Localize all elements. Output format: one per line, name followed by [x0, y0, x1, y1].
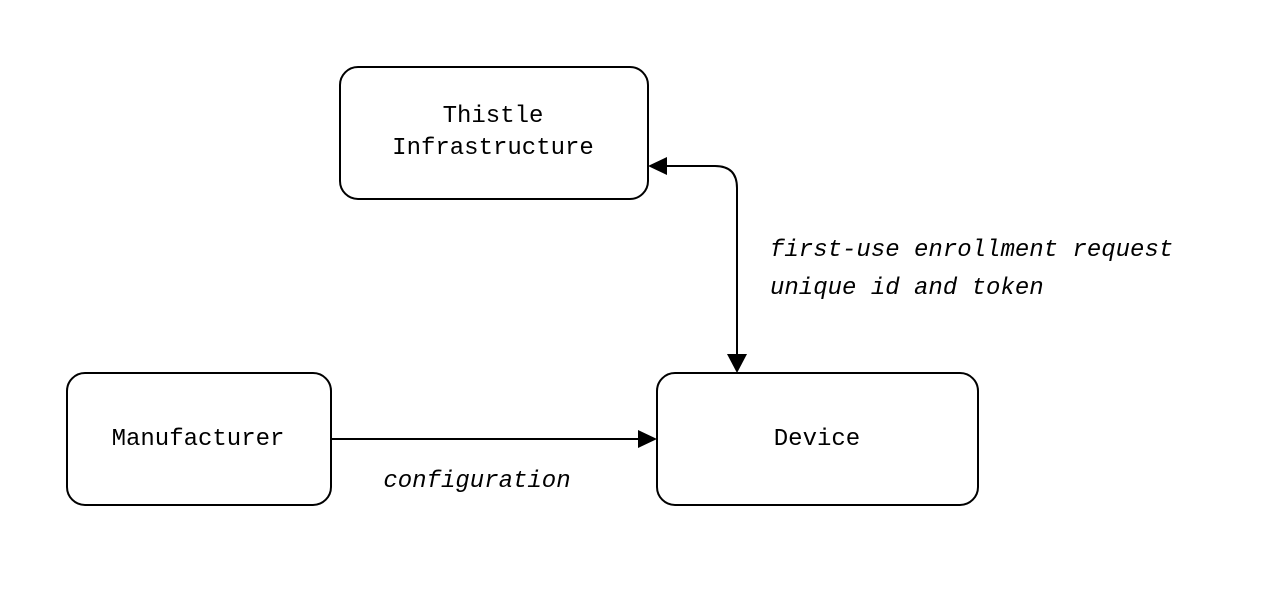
edge-enrollment-label-line1: first-use enrollment request — [770, 237, 1173, 264]
node-device-label: Device — [774, 426, 860, 453]
edge-configuration: configuration — [331, 430, 657, 495]
node-device: Device — [656, 372, 979, 506]
edge-configuration-arrowhead — [638, 430, 657, 448]
node-manufacturer: Manufacturer — [66, 372, 332, 506]
edge-enrollment-arrowhead-thistle — [648, 157, 667, 175]
node-thistle-infrastructure-label-line1: Thistle — [443, 103, 544, 130]
node-thistle-infrastructure: Thistle Infrastructure — [339, 66, 649, 200]
node-thistle-infrastructure-box — [339, 66, 649, 200]
node-thistle-infrastructure-label-line2: Infrastructure — [392, 135, 594, 162]
edge-enrollment: first-use enrollment request unique id a… — [648, 157, 1173, 373]
edge-configuration-label: configuration — [383, 468, 570, 495]
edge-enrollment-arrowhead-device — [727, 354, 747, 373]
edge-enrollment-line — [665, 165, 738, 356]
node-manufacturer-label: Manufacturer — [112, 426, 285, 453]
edge-enrollment-label-line2: unique id and token — [770, 275, 1044, 302]
